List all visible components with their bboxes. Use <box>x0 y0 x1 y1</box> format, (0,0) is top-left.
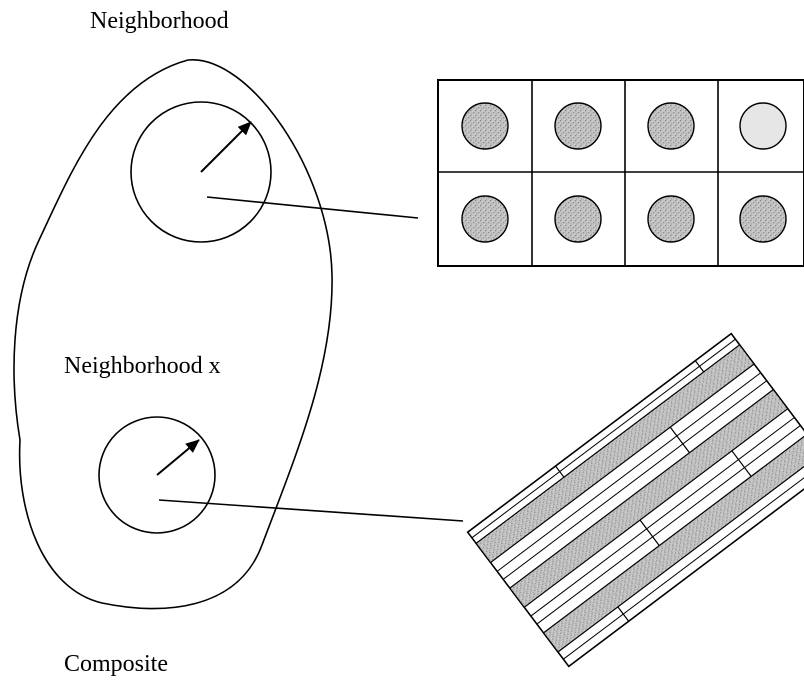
label-neighborhood-x: Neighborhood x <box>64 353 221 379</box>
ply-line <box>563 460 804 660</box>
ply-line <box>471 338 736 539</box>
fiber-layer <box>542 433 804 653</box>
fiber-cell <box>739 102 787 150</box>
fiber-cell <box>554 102 602 150</box>
fiber-cross-section-grid <box>437 79 804 267</box>
radius-arrow-bottom <box>156 439 200 476</box>
label-composite: Composite <box>64 651 168 677</box>
ply-line <box>530 417 795 617</box>
neighborhood-circle-top <box>130 101 272 243</box>
ply-joint <box>731 450 752 477</box>
fiber-layer <box>475 343 755 564</box>
ply-line <box>502 380 768 580</box>
ply-joint <box>555 465 565 478</box>
fiber-cell <box>647 195 695 243</box>
neighborhood-circle-bottom <box>98 416 216 534</box>
composite-outline <box>13 59 333 610</box>
fiber-cell <box>554 195 602 243</box>
ply-joint <box>617 606 630 622</box>
connector-line-bottom <box>158 499 464 522</box>
ply-joint <box>694 360 705 373</box>
fiber-cell <box>739 195 787 243</box>
radius-arrow-top <box>200 121 252 173</box>
fiber-cell <box>647 102 695 150</box>
fiber-layer <box>508 388 789 609</box>
label-neighborhood: Neighborhood <box>90 8 229 34</box>
ply-line <box>536 425 801 625</box>
laminate-stack <box>466 332 804 668</box>
fiber-cell <box>461 102 509 150</box>
ply-line <box>496 372 762 572</box>
connector-line-top <box>206 196 419 219</box>
fiber-cell <box>461 195 509 243</box>
ply-joint <box>669 426 690 454</box>
ply-joint <box>639 519 660 546</box>
